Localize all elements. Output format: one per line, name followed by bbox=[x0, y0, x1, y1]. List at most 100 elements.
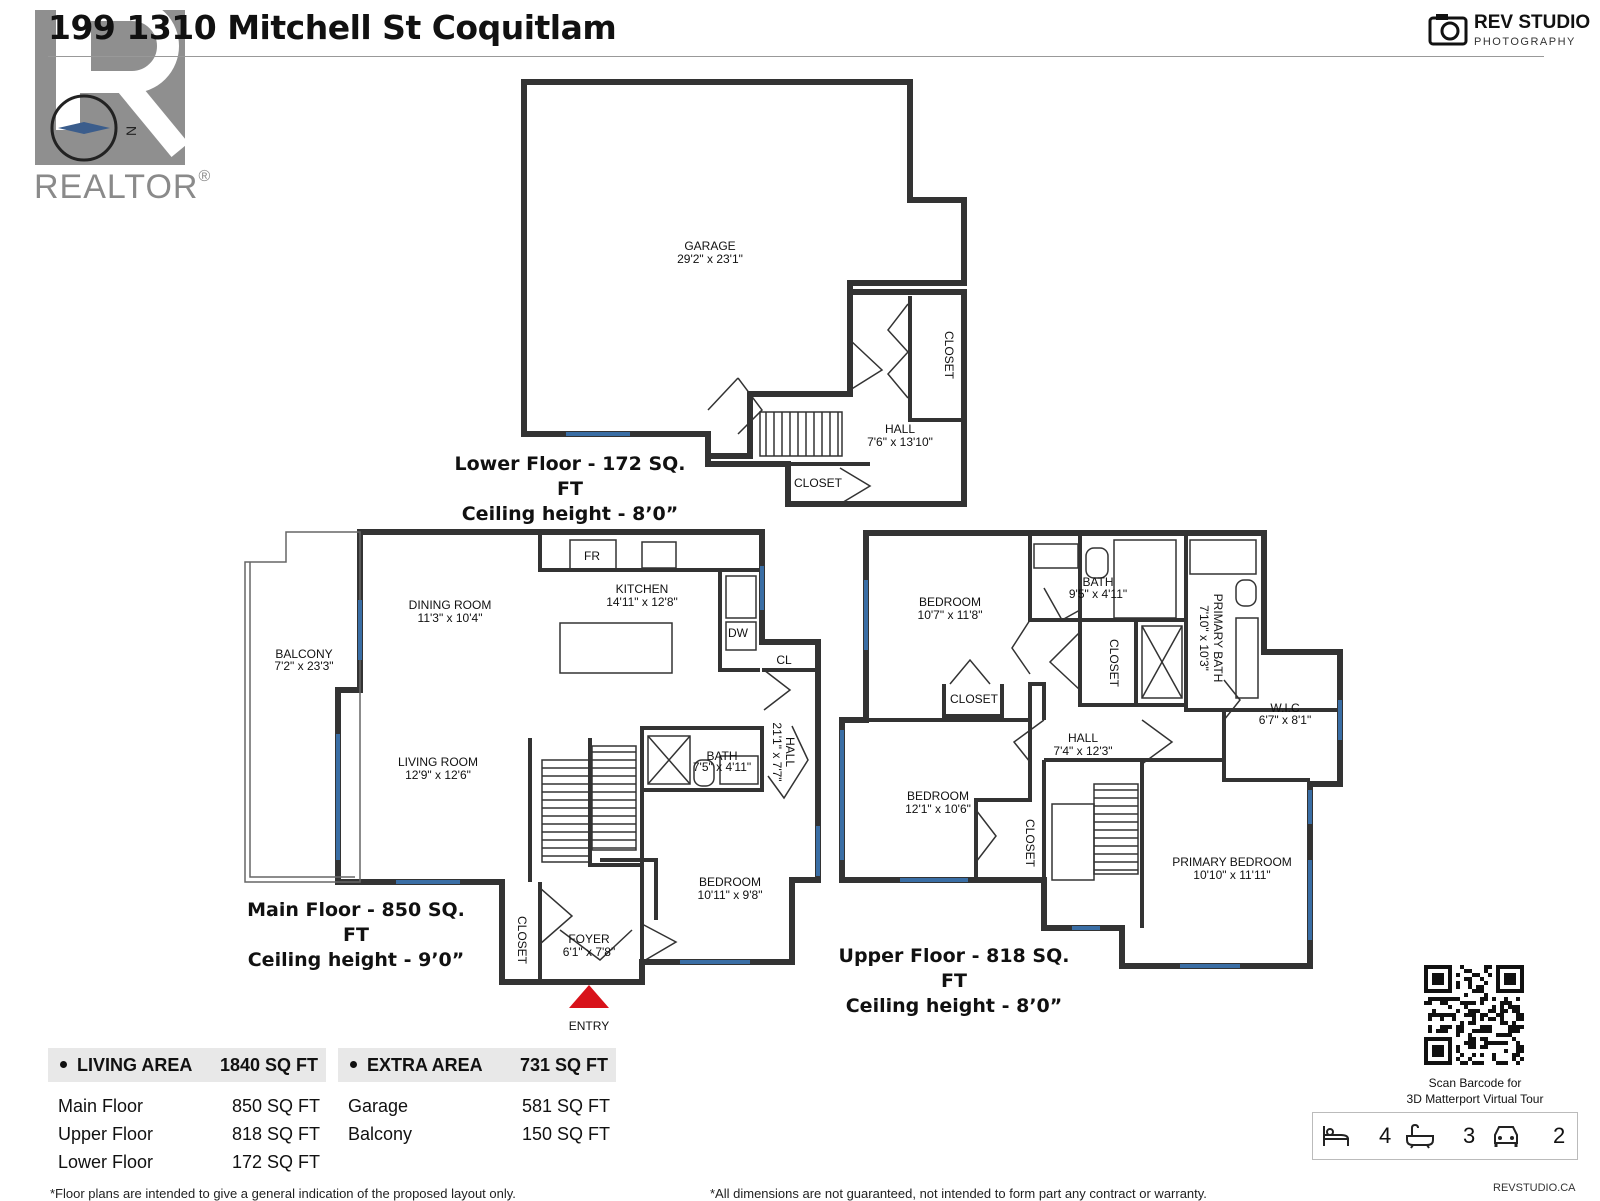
qr-module bbox=[1500, 1001, 1504, 1005]
qr-module bbox=[1468, 969, 1472, 973]
qr-module bbox=[1476, 1061, 1480, 1065]
qr-code[interactable] bbox=[1424, 965, 1524, 1065]
lower-hall-outline bbox=[705, 289, 967, 507]
qr-module bbox=[1492, 1057, 1496, 1061]
qr-module bbox=[1448, 997, 1452, 1001]
qr-module bbox=[1432, 1009, 1436, 1013]
windows bbox=[336, 432, 1342, 968]
qr-module bbox=[1468, 1009, 1472, 1013]
qr-module bbox=[1452, 1017, 1456, 1021]
camera-icon bbox=[1428, 12, 1468, 46]
qr-module bbox=[1516, 1061, 1520, 1065]
qr-module bbox=[1520, 1013, 1524, 1017]
qr-module bbox=[1488, 1025, 1492, 1029]
room-up-bedroom-1-name: BEDROOM bbox=[919, 595, 981, 609]
qr-module bbox=[1464, 1013, 1468, 1017]
qr-module bbox=[1468, 1021, 1472, 1025]
qr-module bbox=[1480, 1045, 1484, 1049]
qr-module bbox=[1512, 1021, 1516, 1025]
qr-module bbox=[1476, 1029, 1480, 1033]
qr-module bbox=[1448, 1025, 1452, 1029]
qr-module bbox=[1432, 1045, 1444, 1057]
qr-module bbox=[1476, 985, 1480, 989]
qr-module bbox=[1424, 1061, 1452, 1065]
qr-module bbox=[1480, 989, 1484, 993]
qr-module bbox=[1448, 965, 1452, 993]
qr-module bbox=[1472, 989, 1476, 993]
qr-module bbox=[1520, 1017, 1524, 1021]
room-up-closet-a: CLOSET bbox=[1107, 639, 1121, 688]
qr-module bbox=[1432, 997, 1436, 1001]
kitchen-island bbox=[559, 622, 673, 674]
realtor-logo: N bbox=[32, 0, 207, 210]
qr-module bbox=[1516, 1025, 1520, 1029]
qr-module bbox=[1472, 1053, 1476, 1057]
qr-module bbox=[1516, 1009, 1520, 1013]
qr-module bbox=[1456, 1025, 1460, 1029]
qr-module bbox=[1472, 1001, 1476, 1005]
qr-module bbox=[1452, 997, 1456, 1001]
qr-module bbox=[1480, 1029, 1484, 1033]
qr-module bbox=[1464, 1061, 1468, 1065]
qr-module bbox=[1456, 1057, 1460, 1061]
main-shower bbox=[647, 735, 691, 785]
qr-module bbox=[1460, 1025, 1464, 1029]
lower-floor-outline bbox=[521, 79, 967, 459]
room-up-closet-b: CLOSET bbox=[950, 692, 999, 706]
qr-module bbox=[1492, 1041, 1496, 1045]
qr-module bbox=[1520, 965, 1524, 993]
qr-module bbox=[1480, 997, 1484, 1001]
qr-module bbox=[1492, 1053, 1496, 1057]
room-up-bedroom-2-name: BEDROOM bbox=[907, 789, 969, 803]
qr-module bbox=[1480, 1025, 1484, 1029]
room-up-hall-dims: 7'4" x 12'3" bbox=[1053, 744, 1112, 758]
property-stats: 4 3 2 bbox=[1312, 1112, 1578, 1160]
qr-module bbox=[1456, 1009, 1460, 1013]
qr-module bbox=[1476, 973, 1480, 977]
qr-module bbox=[1480, 1013, 1484, 1017]
qr-module bbox=[1512, 1057, 1516, 1061]
room-up-bedroom-1-dims: 10'7" x 11'8" bbox=[918, 608, 983, 622]
qr-module bbox=[1472, 1029, 1476, 1033]
qr-module bbox=[1512, 1025, 1516, 1029]
qr-module bbox=[1468, 977, 1472, 981]
room-main-hall-dims: 21'1" x 7'7" bbox=[770, 722, 784, 781]
realtor-wordmark: REALTOR® bbox=[34, 168, 212, 206]
room-balcony-dims: 7'2" x 23'3" bbox=[274, 659, 333, 673]
qr-module bbox=[1464, 993, 1468, 997]
qr-module bbox=[1504, 1041, 1508, 1045]
qr-module bbox=[1436, 1013, 1440, 1017]
qr-caption: Scan Barcode for 3D Matterport Virtual T… bbox=[1406, 1076, 1544, 1106]
qr-module bbox=[1460, 1021, 1464, 1025]
qr-module bbox=[1496, 1013, 1500, 1017]
room-lower-closet-b: CLOSET bbox=[794, 476, 843, 490]
room-up-bath-name: BATH bbox=[1082, 575, 1113, 589]
qr-module bbox=[1464, 969, 1468, 973]
up-bath-vanity bbox=[1033, 543, 1079, 569]
qr-module bbox=[1440, 1001, 1444, 1005]
qr-module bbox=[1444, 1001, 1448, 1005]
qr-module bbox=[1500, 1013, 1504, 1017]
dishwasher bbox=[725, 621, 757, 651]
stairs bbox=[541, 411, 1139, 881]
qr-module bbox=[1484, 969, 1488, 973]
entry-arrow-icon bbox=[569, 985, 609, 1008]
qr-module bbox=[1468, 1037, 1472, 1041]
room-lower-hall-name: HALL bbox=[885, 422, 915, 436]
living-area-header: LIVING AREA 1840 SQ FT bbox=[48, 1048, 326, 1082]
qr-module bbox=[1468, 1013, 1472, 1017]
room-living-name: LIVING ROOM bbox=[398, 755, 478, 769]
qr-module bbox=[1512, 1009, 1516, 1013]
qr-module bbox=[1456, 973, 1460, 977]
qr-module bbox=[1500, 1033, 1504, 1037]
room-primary-bath-dims: 7'10" x 10'3" bbox=[1197, 605, 1211, 671]
qr-module bbox=[1428, 997, 1432, 1001]
qr-module bbox=[1516, 1049, 1520, 1053]
qr-module bbox=[1456, 1033, 1460, 1037]
qr-module bbox=[1484, 1029, 1488, 1033]
qr-module bbox=[1432, 973, 1444, 985]
qr-module bbox=[1492, 1017, 1496, 1021]
studio-name: REV STUDIO bbox=[1474, 12, 1591, 33]
site-link[interactable]: REVSTUDIO.CA bbox=[1493, 1182, 1576, 1194]
